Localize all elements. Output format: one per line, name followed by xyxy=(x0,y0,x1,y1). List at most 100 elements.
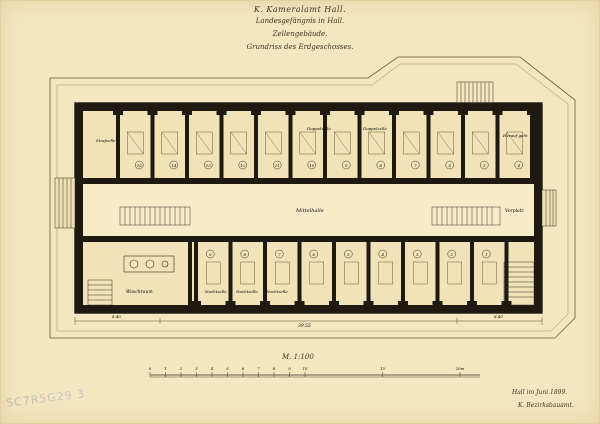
cell-number: 13 xyxy=(206,163,212,168)
dimension-total: 39.55 xyxy=(298,323,311,329)
cell-partition xyxy=(185,111,189,178)
dimension-left: 8.40 xyxy=(112,314,121,319)
cell-number-circle xyxy=(445,160,454,170)
cell-number-circle xyxy=(413,249,422,259)
scale-tick-label: 2 xyxy=(179,366,183,371)
bed-diagonal xyxy=(230,131,247,155)
title-plan-type: Grundriss des Erdgeschosses. xyxy=(246,43,354,51)
cell-partition xyxy=(323,111,327,178)
cell-partition xyxy=(461,111,465,178)
cell-number-circle xyxy=(307,160,316,170)
scale-tick-label: 6 xyxy=(242,366,245,371)
wall-pier xyxy=(285,103,296,115)
bed-outline xyxy=(299,131,316,155)
corridor-wall-north xyxy=(83,178,534,184)
cell-number-circle xyxy=(275,249,284,259)
bed-diagonal xyxy=(299,131,316,155)
wall-pier xyxy=(389,103,399,115)
scale-tick-label: 3 xyxy=(195,366,198,371)
south-east-stair xyxy=(503,261,535,306)
bed-outline xyxy=(206,261,221,285)
bed-outline xyxy=(506,131,523,155)
south-west-stair xyxy=(87,279,113,306)
cell-partition xyxy=(263,242,267,305)
bed-outline xyxy=(309,261,324,285)
bed-outline xyxy=(403,131,420,155)
cell-number: 7 xyxy=(414,163,417,168)
dimension-line xyxy=(74,317,543,325)
scale-tick-label: 8 xyxy=(273,366,276,371)
scale-tick-label: 5 xyxy=(226,366,229,371)
cell-number: 6 xyxy=(448,163,451,168)
wall-pier xyxy=(225,301,236,313)
wall-pier xyxy=(251,103,261,115)
bed-outline xyxy=(196,131,213,155)
east-wall xyxy=(534,103,542,313)
cell-number: 1 xyxy=(485,252,488,257)
wall-pier xyxy=(363,301,374,313)
cell-number-circle xyxy=(206,249,215,259)
bed-diagonal xyxy=(196,131,213,155)
label-night-cell-2: Nachtzelle xyxy=(235,289,258,294)
cell-number: 9 xyxy=(209,252,212,257)
bed-outline xyxy=(437,131,454,155)
wall-pier xyxy=(423,103,434,115)
label-laundry: Waschraum xyxy=(126,289,153,295)
label-stair-top: Herauf geht xyxy=(502,133,528,138)
drawing-date: Hall im Juni 1899. xyxy=(512,389,568,396)
east-entrance-steps xyxy=(541,189,557,227)
cell-number-circle xyxy=(169,160,178,170)
cell-partition xyxy=(392,111,396,178)
cell-partition xyxy=(194,242,198,305)
cell-number-circle xyxy=(240,249,249,259)
bed-outline xyxy=(230,131,247,155)
cell-partition xyxy=(219,111,224,178)
cell-number: 9 xyxy=(345,163,348,168)
wall-pier xyxy=(260,301,270,313)
cell-partition xyxy=(530,111,534,178)
cell-number: 5 xyxy=(483,163,486,168)
cell-number: 8 xyxy=(243,252,246,257)
scale-tick-label: 20m xyxy=(455,366,465,371)
cell-number: 7 xyxy=(278,252,281,257)
bed-outline xyxy=(265,131,282,155)
corridor-floor xyxy=(83,184,534,236)
bed-outline xyxy=(472,131,489,155)
wall-pier xyxy=(147,103,158,115)
cell-number-circle xyxy=(342,160,351,170)
cell-number-circle xyxy=(309,249,318,259)
label-assembly-cell-1: Doppelzelle xyxy=(306,126,331,131)
scale-tick-label: 7 xyxy=(257,366,260,371)
wall-pier xyxy=(501,301,512,313)
bed-outline xyxy=(161,131,178,155)
cell-number-circle xyxy=(273,160,282,170)
cell-partition xyxy=(228,242,233,305)
bed-diagonal xyxy=(403,131,420,155)
title-institution: Landesgefängnis in Hall. xyxy=(255,17,345,25)
wall-pier xyxy=(432,301,443,313)
label-solitary: Strafzelle xyxy=(96,138,116,143)
site-boundary xyxy=(49,56,576,339)
cell-partition xyxy=(332,242,336,305)
cell-partition xyxy=(116,111,120,178)
cell-partition xyxy=(504,242,509,305)
cell-number-circle xyxy=(238,160,247,170)
corridor-stair-right xyxy=(431,206,501,226)
wall-pier xyxy=(294,301,305,313)
cell-number: 10 xyxy=(309,163,315,168)
wall-pier xyxy=(398,301,408,313)
bed-diagonal xyxy=(472,131,489,155)
cell-number: 5 xyxy=(347,252,350,257)
cell-partition xyxy=(288,111,293,178)
bed-outline xyxy=(482,261,497,285)
cell-partition xyxy=(470,242,474,305)
south-wall xyxy=(75,305,542,313)
cell-number-circle xyxy=(482,249,491,259)
bed-diagonal xyxy=(506,131,523,155)
north-east-stair xyxy=(456,81,494,104)
wall-pier xyxy=(354,103,365,115)
bed-outline xyxy=(447,261,462,285)
cell-number-circle xyxy=(135,160,144,170)
